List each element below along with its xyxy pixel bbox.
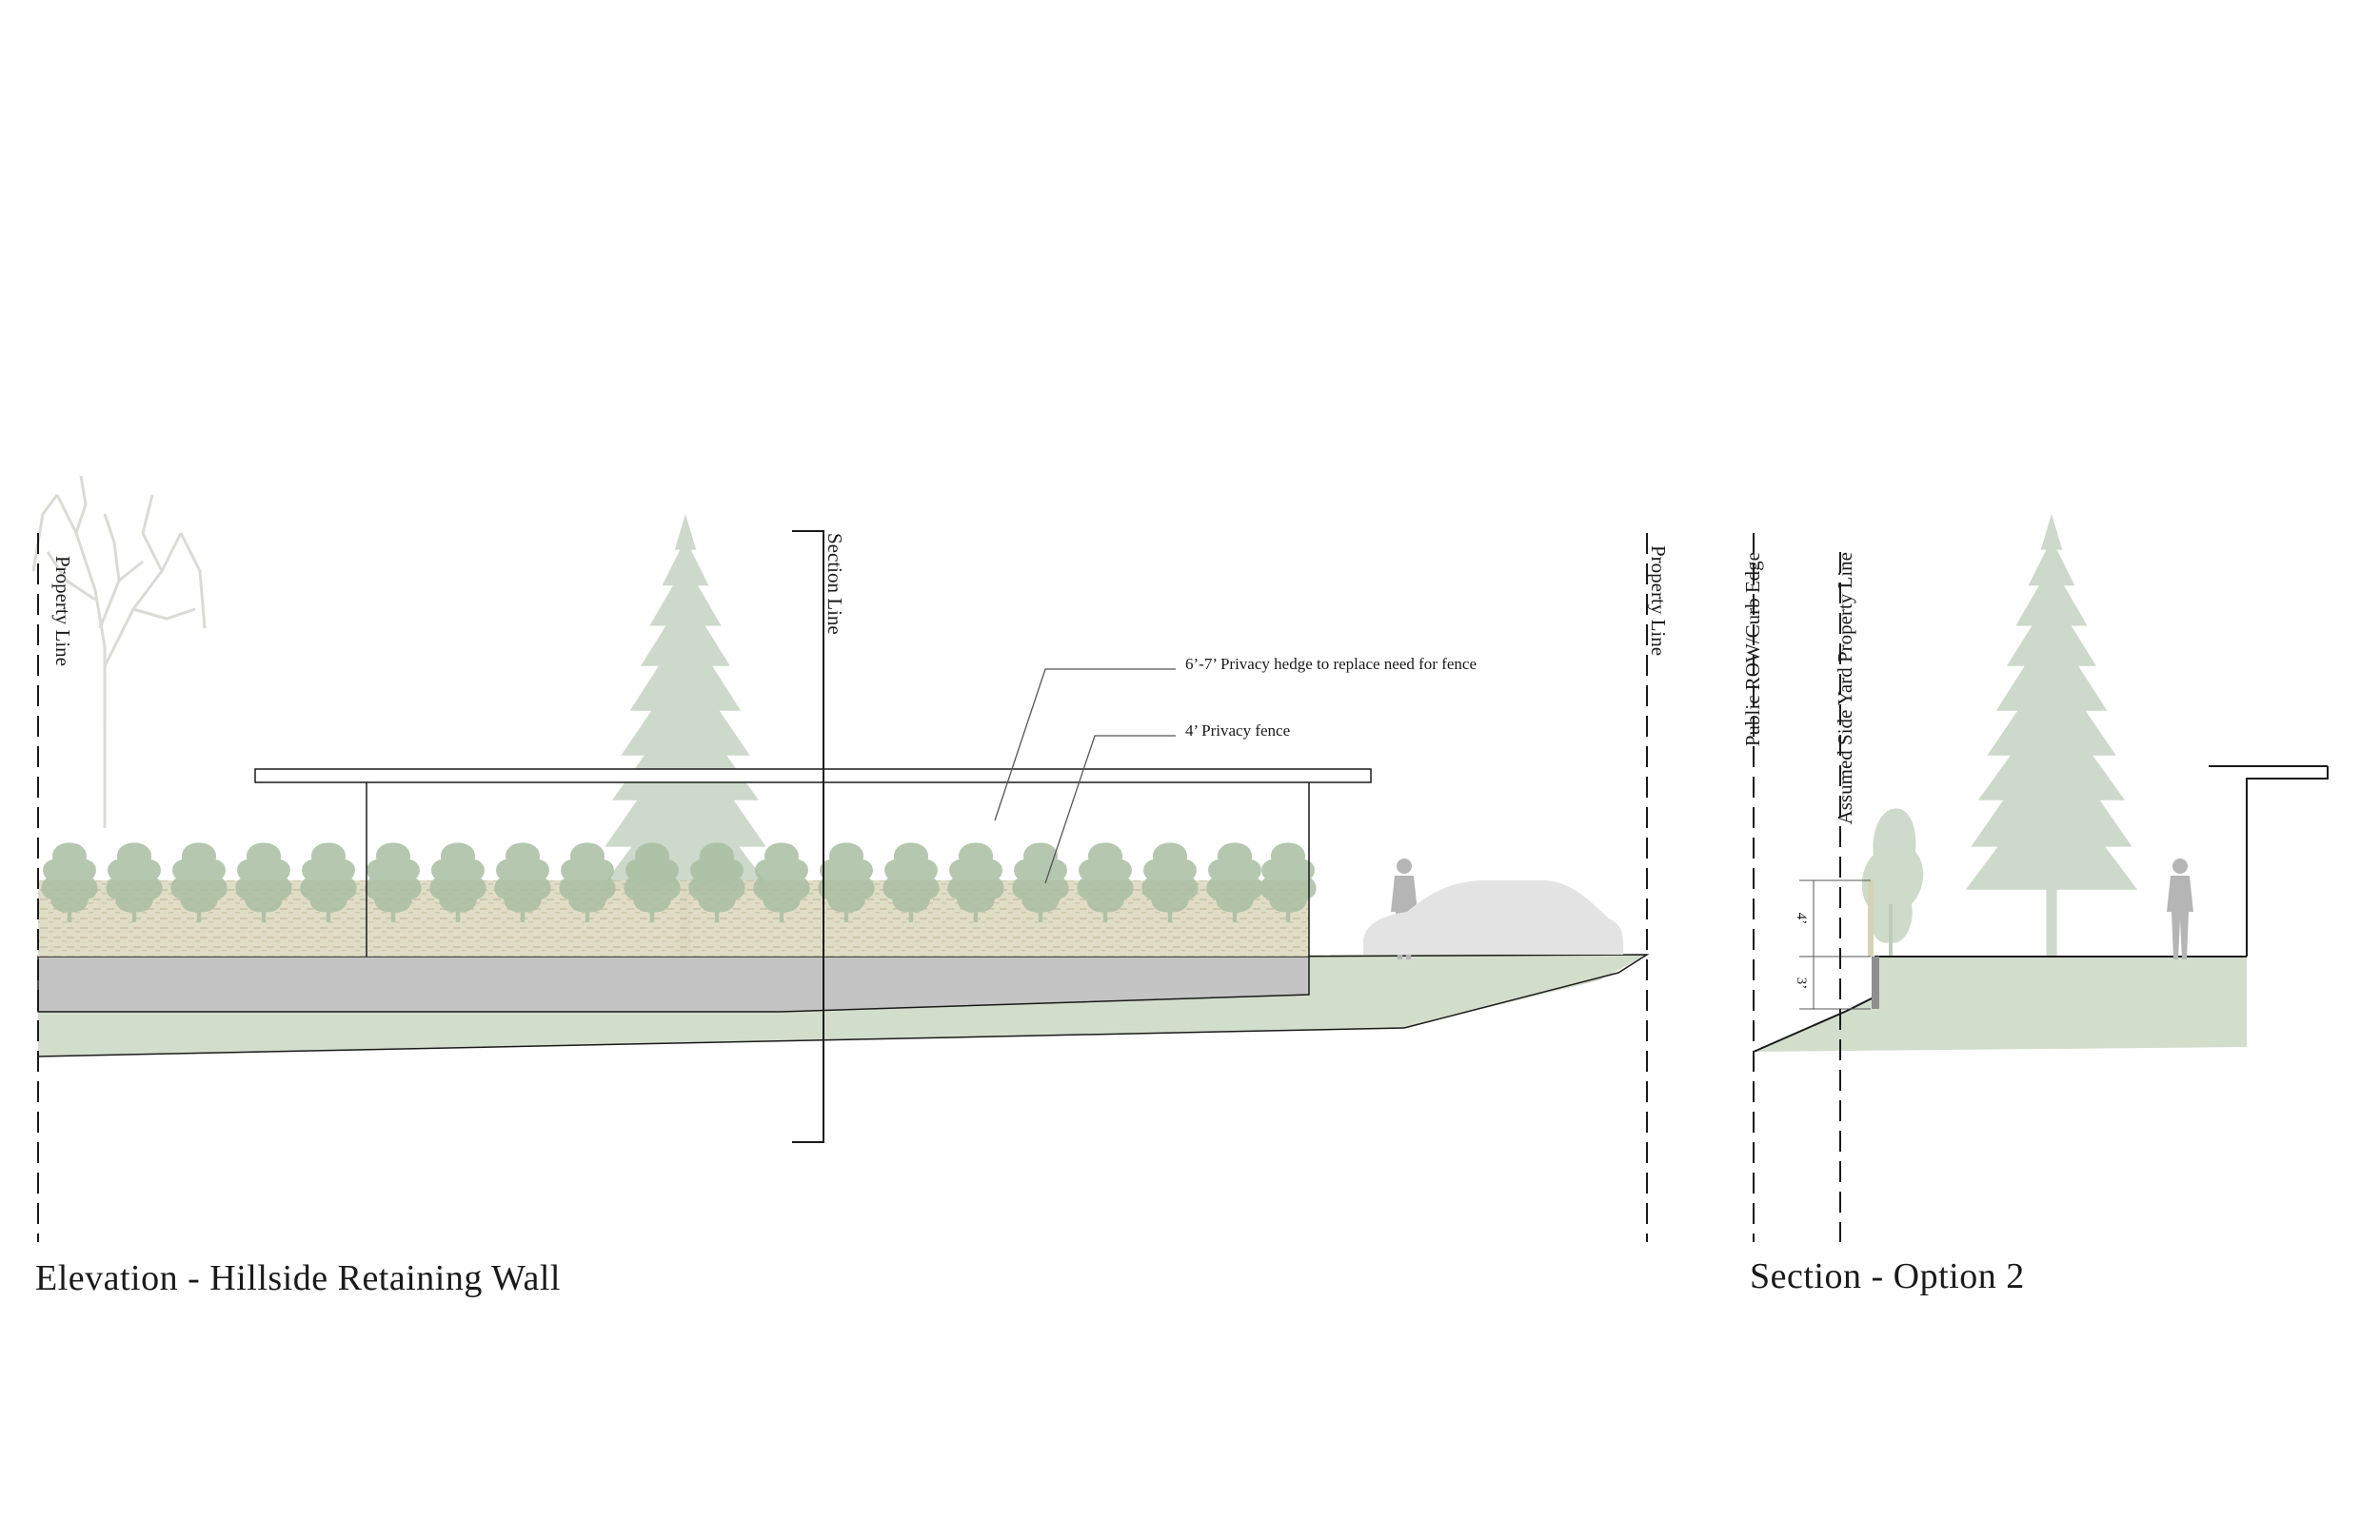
section-dim-lower: 3’	[1794, 977, 1809, 990]
section-line-label: Section Line	[823, 533, 846, 635]
section-retaining-wall	[1872, 957, 1879, 1009]
hedge-callout: 6’-7’ Privacy hedge to replace need for …	[1185, 655, 1477, 673]
property-line-right-label: Property Line	[1647, 545, 1670, 656]
section-building-edge	[2246, 766, 2329, 957]
section-dim-upper: 4’	[1794, 913, 1809, 925]
overhead-canopy	[254, 768, 1372, 957]
callout-leaders	[994, 668, 1176, 884]
elevation-ground-edge	[1270, 954, 1650, 1029]
property-line-left-label: Property Line	[51, 556, 74, 666]
person-silhouette-icon	[2167, 859, 2193, 959]
section-line	[792, 530, 824, 1143]
section-drawing: 4’ 3’ Public ROW/Curb Edge Assumed Side …	[1741, 514, 2329, 1296]
fence-callout: 4’ Privacy fence	[1185, 721, 1290, 740]
section-ground	[1754, 957, 2247, 1052]
section-fence-post	[1868, 880, 1874, 957]
section-title: Section - Option 2	[1750, 1256, 2025, 1296]
section-dimensions	[1799, 879, 1871, 1010]
small-tree-icon	[1861, 808, 1924, 957]
evergreen-tree-icon	[1965, 514, 2138, 961]
elevation-drawing: 6’-7’ Privacy hedge to replace need for …	[31, 475, 1670, 1298]
bare-tree-icon	[31, 475, 207, 828]
row-curb-label: Public ROW/Curb Edge	[1741, 552, 1764, 746]
side-yard-label: Assumed Side Yard Property Line	[1834, 552, 1856, 824]
car-silhouette-icon	[1363, 880, 1623, 955]
elevation-title: Elevation - Hillside Retaining Wall	[35, 1258, 561, 1298]
